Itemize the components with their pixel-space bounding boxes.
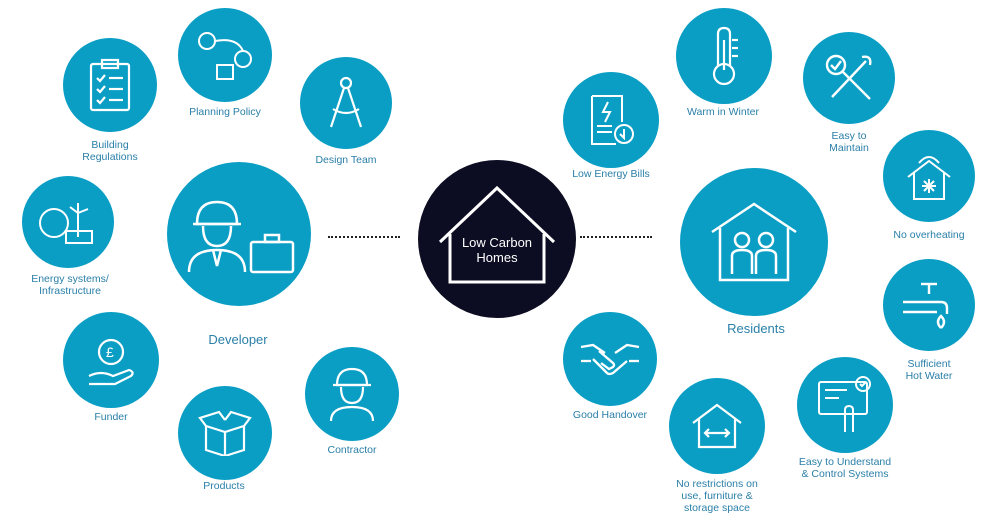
products-label: Products [203,480,245,492]
svg-text:£: £ [106,344,114,360]
residents-hub [680,168,828,316]
energy-systems-label: Energy systems/ Infrastructure [31,273,109,297]
energy-bill-icon [591,95,634,145]
residents-label: Residents [727,321,785,336]
thermometer-icon [712,26,738,86]
pound-coin-hand-icon: £ [88,338,134,386]
connector-right [580,236,652,238]
planning-policy-node [178,8,272,102]
warm-in-winter-label: Warm in Winter [687,106,759,118]
easy-to-maintain-label: Easy to Maintain [829,130,869,154]
tools-icon [825,54,872,100]
design-team-label: Design Team [315,154,377,166]
house-arrows-icon [692,403,742,449]
hard-hat-worker-icon [329,367,375,422]
developer-label: Developer [208,332,268,347]
planning-policy-label: Planning Policy [189,106,261,118]
building-regulations-node [63,38,157,132]
funder-node: £ [63,312,159,408]
funder-label: Funder [94,411,128,423]
house-sun-snow-icon [907,156,951,200]
low-energy-bills-node [563,72,659,168]
open-box-icon [198,410,252,456]
connector-left [328,236,400,238]
easy-to-maintain-node [803,32,895,124]
warm-in-winter-node [676,8,772,104]
developer-hub [167,162,311,306]
building-regulations-label: Building Regulations [82,139,138,163]
people-network-icon [198,32,252,80]
developer-worker-briefcase-icon [187,200,295,274]
no-restrictions-label: No restrictions on use, furniture & stor… [676,478,758,514]
no-overheating-label: No overheating [893,229,965,241]
no-overheating-node [883,130,975,222]
contractor-node [305,347,399,441]
good-handover-label: Good Handover [572,409,648,421]
center-label: Low Carbon Homes [461,235,533,265]
house-outline-icon [438,185,556,284]
center-node: Low Carbon Homes [418,160,576,318]
handshake-icon [580,343,640,376]
good-handover-node [563,312,657,406]
control-systems-label: Easy to Understand & Control Systems [798,456,892,480]
no-restrictions-node [669,378,765,474]
control-panel-icon [818,376,871,432]
tap-flame-icon [903,282,949,329]
products-node [178,386,272,480]
design-team-node [300,57,392,149]
clipboard-checklist-icon [89,58,131,112]
sufficient-hot-water-label: Sufficient Hot Water [905,358,953,382]
house-family-icon [711,202,797,282]
compass-icon [329,76,363,128]
sufficient-hot-water-node [883,259,975,351]
control-systems-node [797,357,893,453]
energy-systems-node [22,176,114,268]
globe-wind-solar-icon [39,203,93,244]
contractor-label: Contractor [327,444,377,456]
low-energy-bills-label: Low Energy Bills [572,168,650,180]
